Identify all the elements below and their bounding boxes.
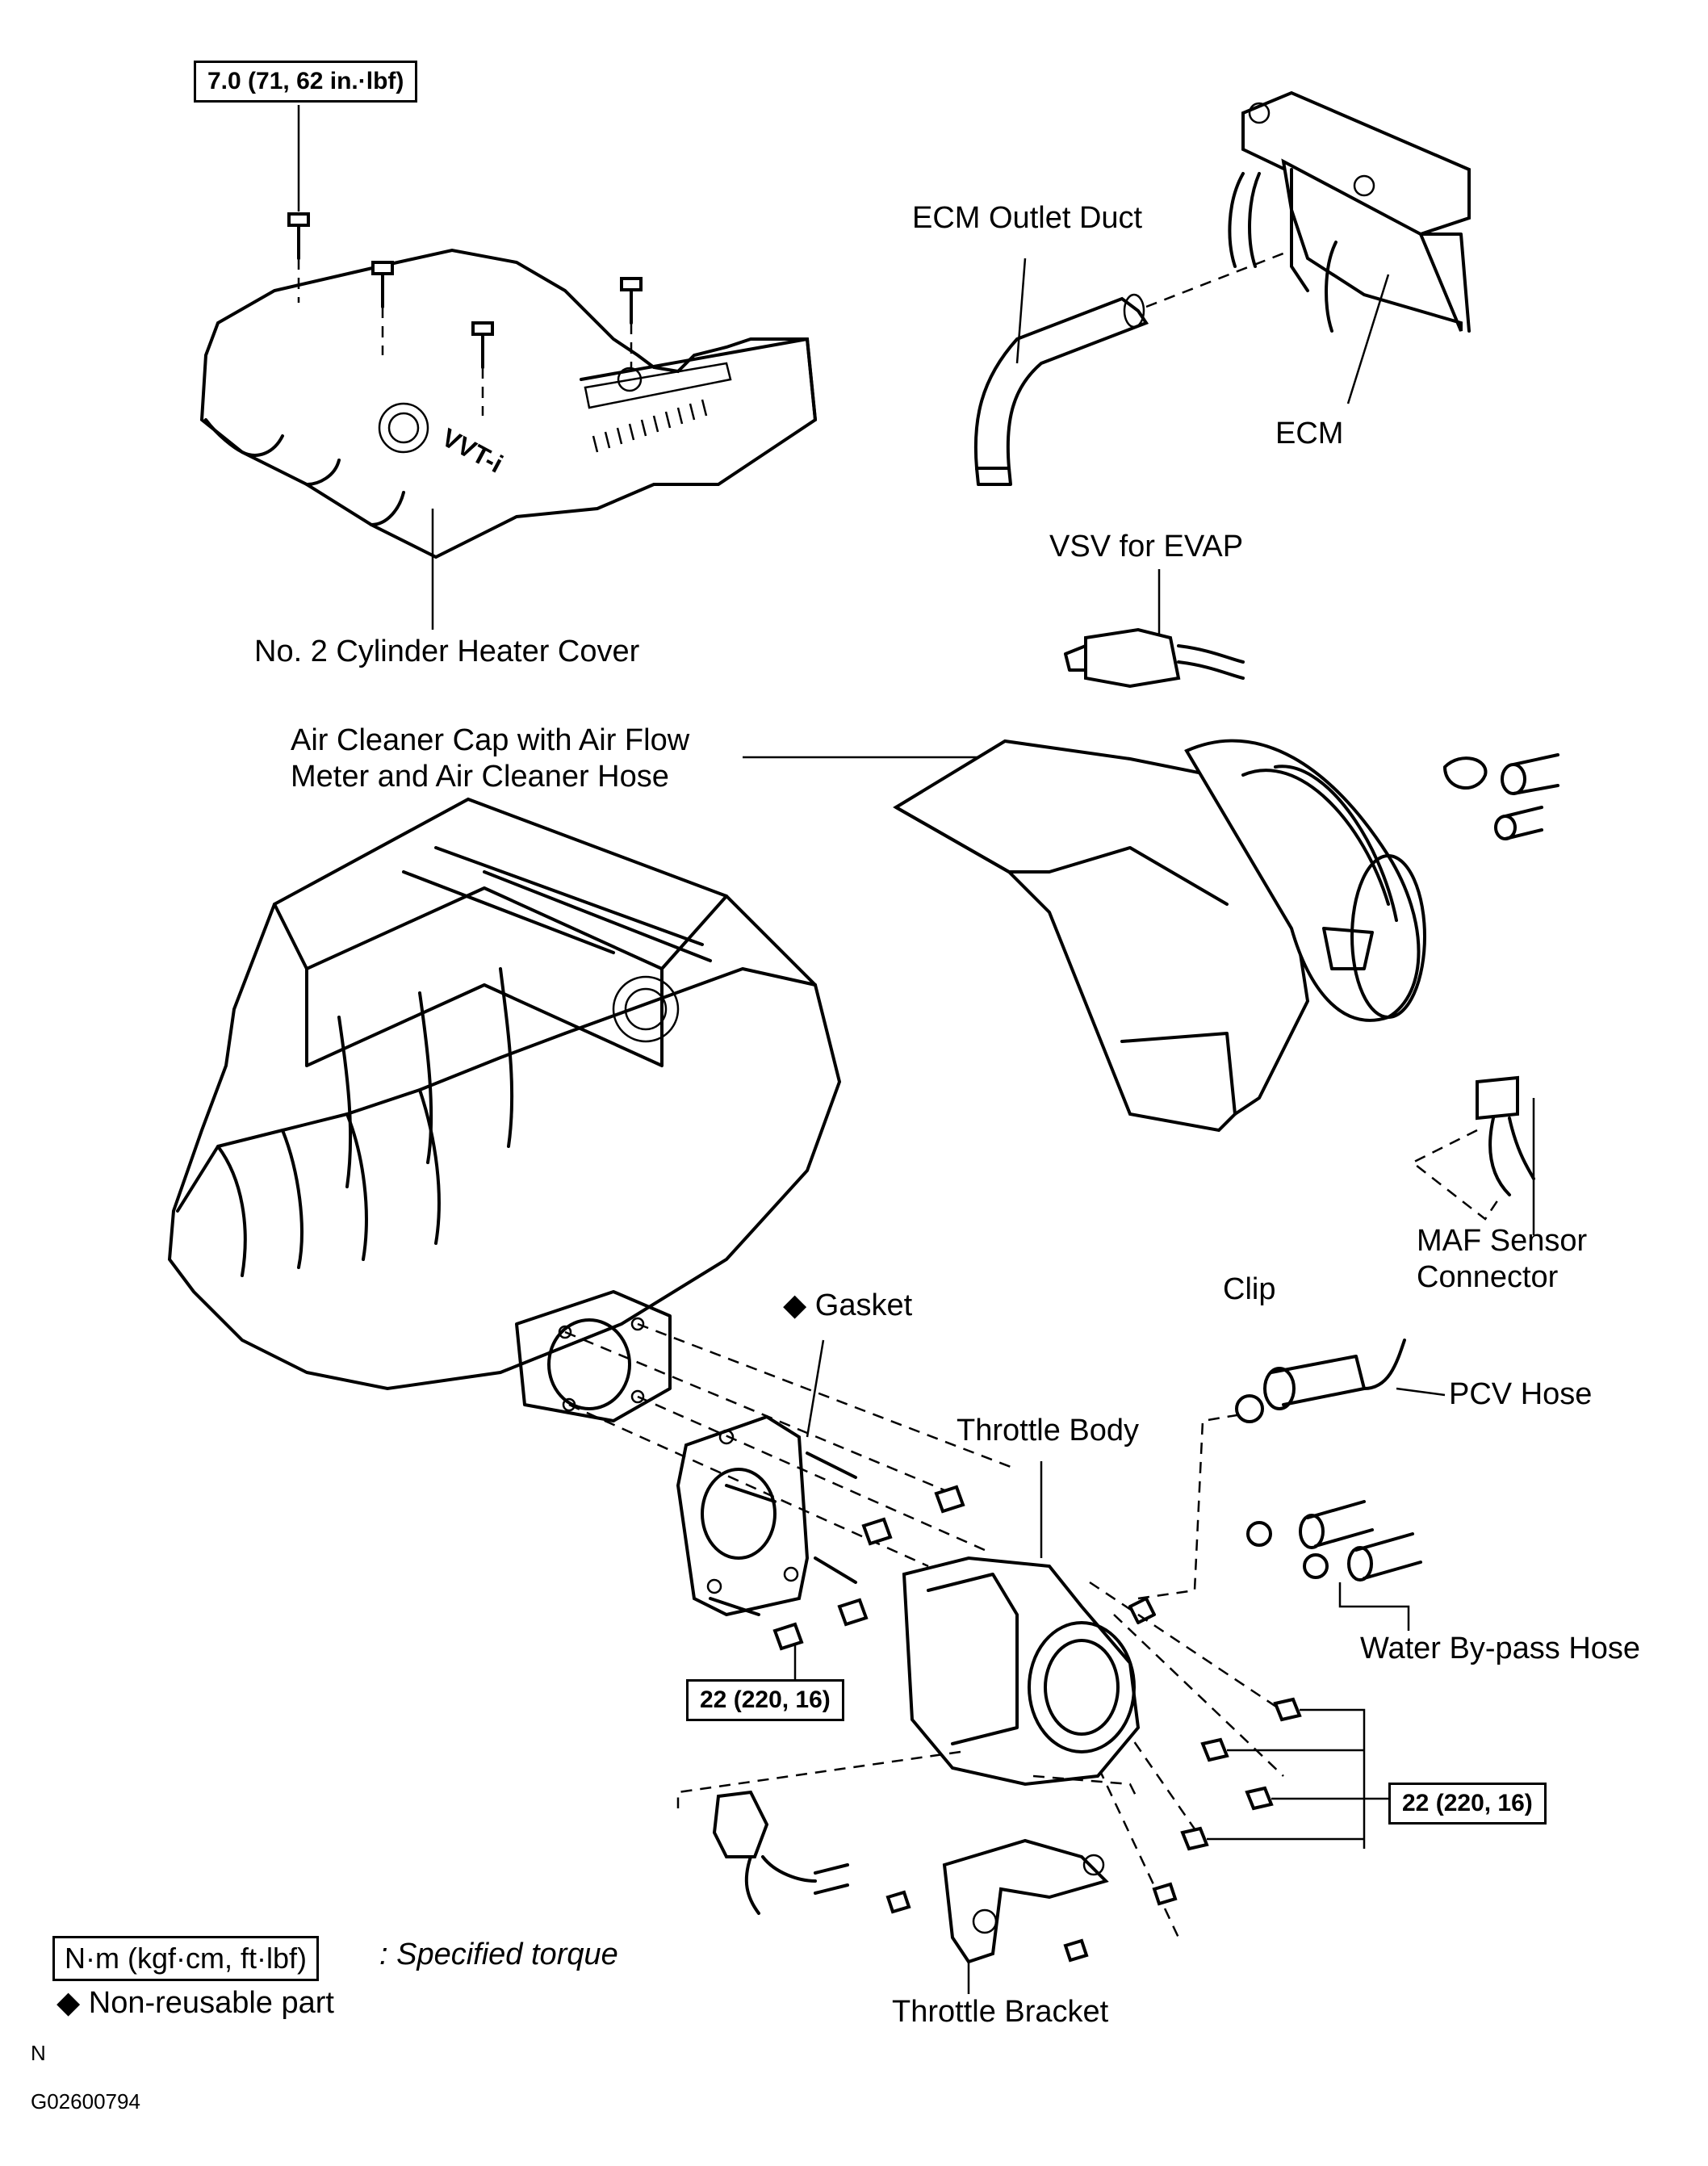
legend-unit-box: N·m (kgf·cm, ft·lbf) bbox=[52, 1936, 319, 1981]
vsv-drawing bbox=[1064, 569, 1245, 689]
label-gasket: ◆ Gasket bbox=[783, 1288, 913, 1322]
ecm-drawing bbox=[973, 90, 1471, 486]
legend-nonreusable: ◆ Non-reusable part bbox=[57, 1986, 334, 2020]
air-cleaner-drawing bbox=[743, 739, 1559, 1235]
torque-spec-throttle-body: 22 (220, 16) bbox=[686, 1679, 844, 1721]
heater-cover-drawing bbox=[199, 105, 818, 630]
cover-bolts bbox=[287, 212, 643, 416]
label-throttle-body: Throttle Body bbox=[957, 1414, 1139, 1447]
label-ecm-outlet-duct: ECM Outlet Duct bbox=[912, 201, 1143, 235]
label-heater-cover: No. 2 Cylinder Heater Cover bbox=[254, 635, 640, 668]
label-clip: Clip bbox=[1223, 1272, 1276, 1306]
label-maf-line2: Connector bbox=[1417, 1260, 1559, 1294]
legend-unit-desc: : Specified torque bbox=[379, 1938, 618, 1971]
label-vsv-evap: VSV for EVAP bbox=[1049, 530, 1244, 563]
label-maf-line1: MAF Sensor bbox=[1417, 1224, 1588, 1258]
throttle-nuts bbox=[1180, 1697, 1388, 1851]
engine-drawing bbox=[167, 797, 842, 1422]
label-water-bypass: Water By-pass Hose bbox=[1360, 1632, 1641, 1665]
label-throttle-bracket: Throttle Bracket bbox=[892, 1995, 1109, 2029]
gasket-bolts bbox=[709, 1452, 965, 1679]
torque-spec-heater-cover: 7.0 (71, 62 in.·lbf) bbox=[194, 61, 418, 103]
label-air-cleaner-line2: Meter and Air Cleaner Hose bbox=[291, 760, 669, 794]
throttle-body-drawing bbox=[902, 1339, 1446, 1787]
label-pcv-hose: PCV Hose bbox=[1449, 1377, 1593, 1411]
throttle-bracket-drawing bbox=[942, 1838, 1178, 1994]
gasket-drawing bbox=[676, 1339, 825, 1617]
torque-spec-throttle-nuts: 22 (220, 16) bbox=[1388, 1783, 1547, 1825]
label-ecm: ECM bbox=[1275, 417, 1344, 450]
figure-id: G02600794 bbox=[31, 2089, 140, 2114]
label-air-cleaner-line1: Air Cleaner Cap with Air Flow bbox=[291, 723, 690, 757]
figure-code-n: N bbox=[31, 2041, 46, 2065]
sensor-drawing bbox=[676, 1750, 1140, 1915]
